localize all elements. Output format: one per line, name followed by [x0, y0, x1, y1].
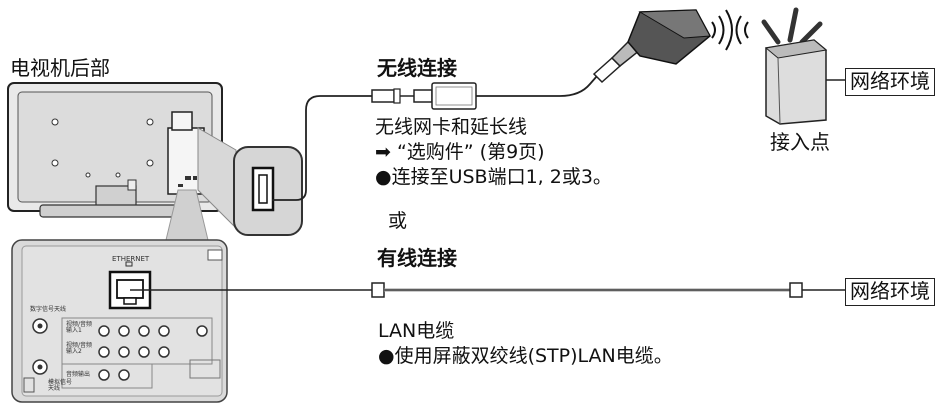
access-point-label: 接入点	[770, 130, 830, 154]
usb-port-callout	[197, 127, 303, 236]
analog-antenna-label: 模拟信号 天线	[48, 379, 73, 392]
stp-cable-note: ●使用屏蔽双绞线(STP)LAN电缆。	[378, 345, 673, 367]
wireless-lan-adapter	[592, 9, 749, 84]
panel-callout	[11, 189, 228, 403]
wireless-cable	[272, 67, 605, 201]
ethernet-label: ETHERNET	[112, 255, 150, 263]
wireless-heading: 无线连接	[377, 56, 457, 80]
access-point-icon	[761, 7, 846, 125]
network-environment-box: 网络环境	[845, 68, 935, 96]
digital-antenna-label: 数字信号天线	[30, 306, 67, 313]
audio-out-label: 音频输出	[66, 371, 91, 378]
optional-reference: ➡ “选购件” (第9页)	[375, 141, 545, 163]
video-audio-in1-label: 视频/音频 输入1	[66, 321, 93, 334]
or-text: 或	[388, 210, 408, 232]
wireless-device-name: 无线网卡和延长线	[375, 116, 528, 138]
video-audio-in2-label: 视频/音频 输入2	[66, 342, 93, 355]
usb-port-note: ●连接至USB端口1, 2或3。	[375, 166, 612, 188]
network-environment-box-wired: 网络环境	[845, 278, 935, 306]
lan-cable	[130, 282, 846, 298]
tv-back-title: 电视机后部	[10, 56, 110, 80]
wired-heading: 有线连接	[377, 246, 457, 270]
tv-back-illustration	[7, 82, 223, 218]
lan-cable-name: LAN电缆	[378, 320, 455, 342]
